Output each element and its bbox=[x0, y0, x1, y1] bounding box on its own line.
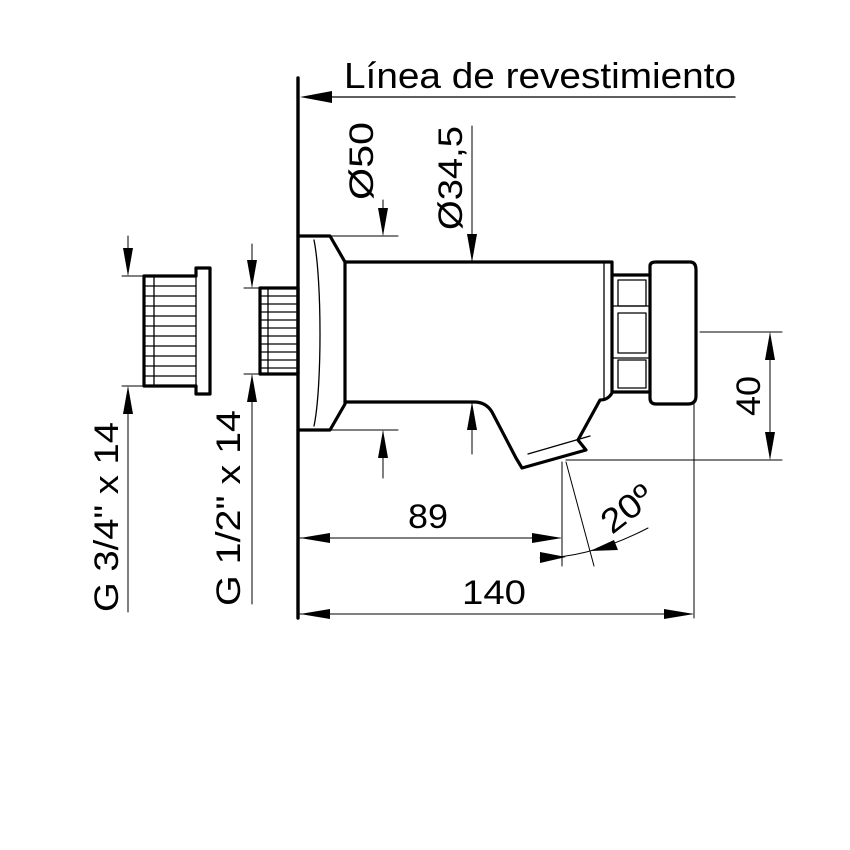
dim-spout-angle bbox=[539, 461, 649, 567]
dim-spout-length bbox=[299, 461, 563, 567]
dim-thread-large bbox=[121, 235, 145, 613]
dim-body-diameter bbox=[467, 125, 477, 455]
dim-button-height bbox=[565, 331, 783, 461]
dim-thread-large-label: G 3/4" x 14 bbox=[88, 422, 126, 612]
dim-total-length bbox=[299, 403, 695, 619]
thread-adaptor-small bbox=[258, 286, 300, 376]
dim-button-height-label: 40 bbox=[730, 376, 768, 416]
thread-adaptor-large bbox=[142, 266, 212, 396]
dim-thread-small-label: G 1/2" x 14 bbox=[210, 410, 248, 606]
dim-flange-diameter-label: Ø50 bbox=[343, 122, 381, 200]
valve-body bbox=[296, 234, 698, 470]
wall-line-leader bbox=[300, 91, 736, 103]
dim-thread-small bbox=[243, 243, 261, 605]
dim-flange-diameter bbox=[329, 199, 399, 479]
dim-spout-length-label: 89 bbox=[408, 498, 448, 536]
wall-line-label: Línea de revestimiento bbox=[344, 55, 736, 96]
dim-spout-angle-label: 20º bbox=[594, 477, 662, 541]
dim-total-length-label: 140 bbox=[462, 574, 526, 612]
dim-body-diameter-label: Ø34,5 bbox=[432, 126, 470, 230]
